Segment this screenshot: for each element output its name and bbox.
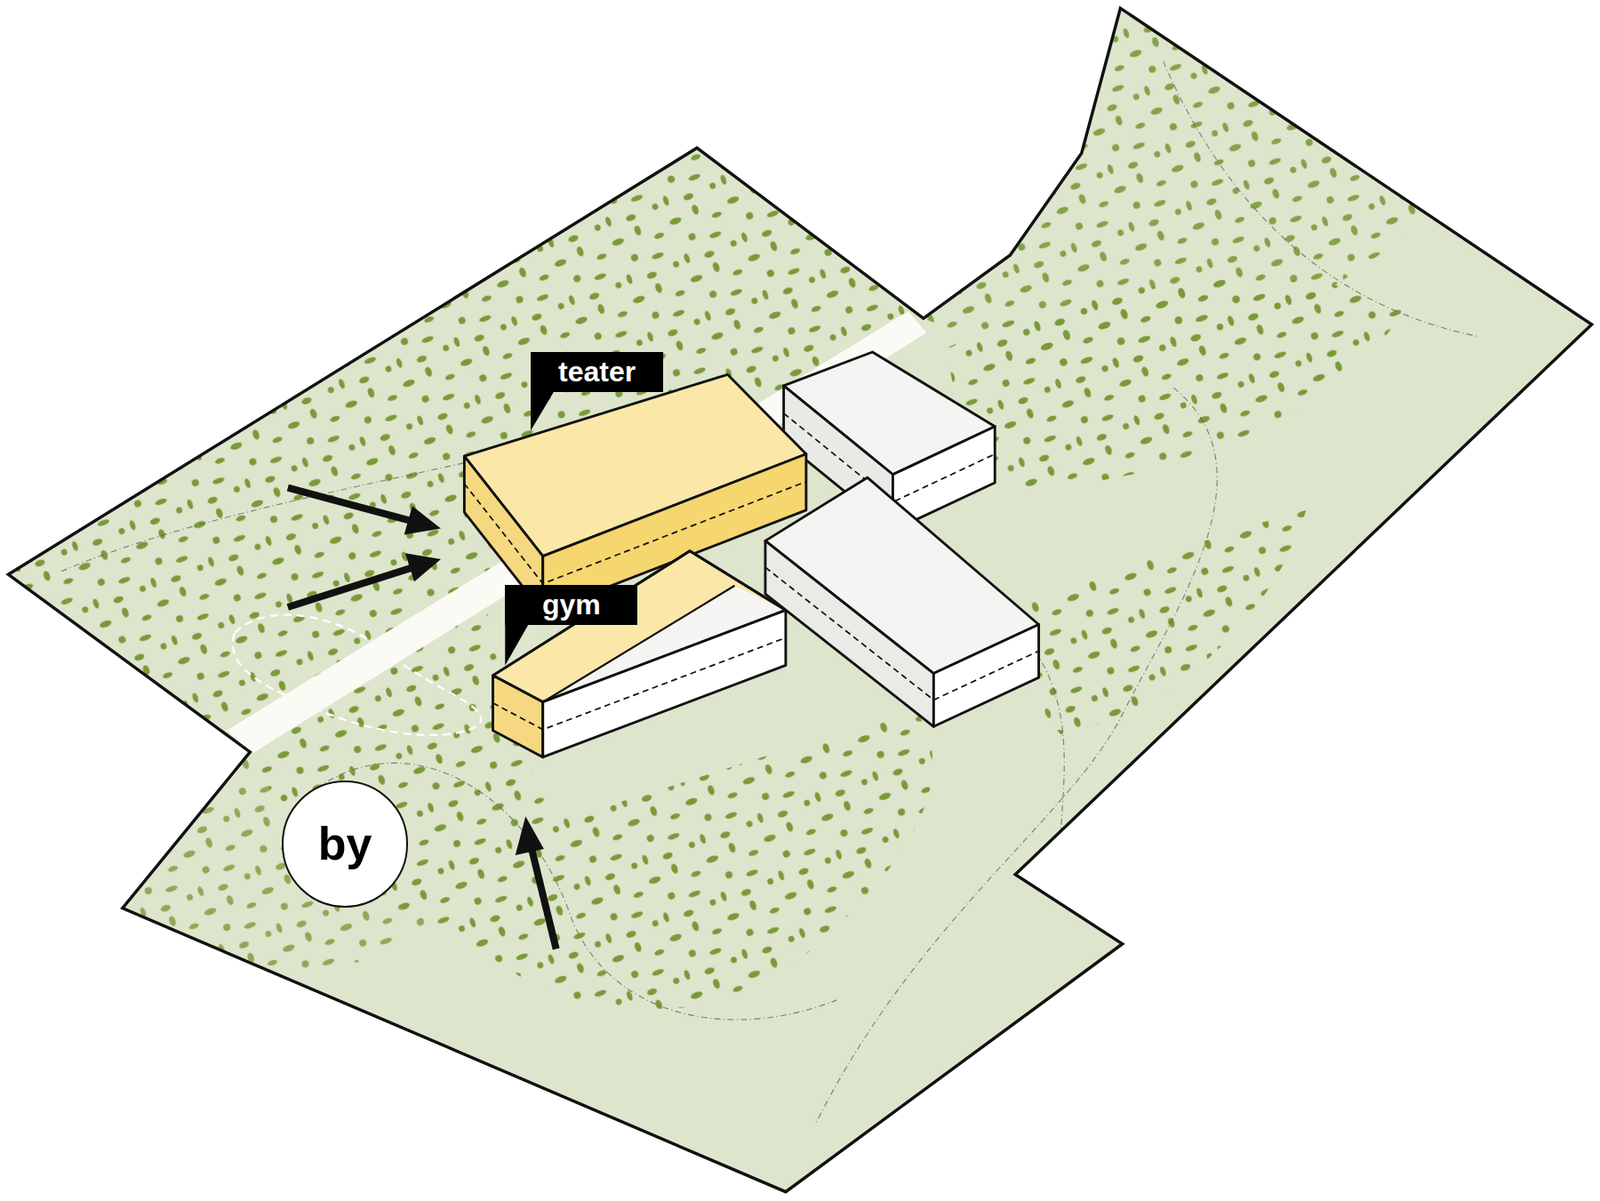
node-label: by [318, 816, 373, 871]
town-circle: by [281, 780, 408, 907]
callout-tag: teater [530, 352, 664, 392]
callout-tag: gym [504, 584, 638, 625]
node-label: gym [542, 588, 601, 622]
node-label: teater [558, 355, 636, 389]
ground [8, 8, 1592, 1192]
buildings [464, 352, 1039, 758]
